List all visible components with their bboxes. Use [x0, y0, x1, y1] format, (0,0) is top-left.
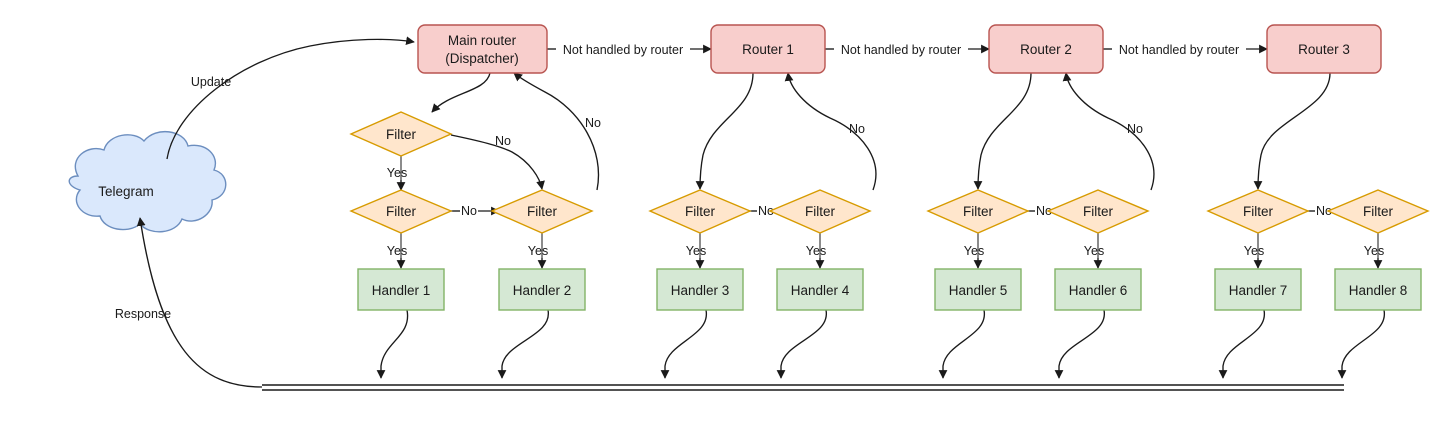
edge-label-no-loop-r2: No	[1127, 122, 1143, 136]
edge-label-no-2: No	[461, 204, 477, 218]
main-router-edges: No No Yes No Yes Yes	[387, 72, 601, 269]
handler-h8-label: Handler 8	[1349, 283, 1408, 298]
router-node-router2[interactable]: Router 2	[988, 24, 1104, 74]
edge-label-not-handled-2: Not handled by router	[841, 43, 961, 57]
router-main-box	[417, 24, 548, 74]
edge-label-yes-3: Yes	[528, 244, 548, 258]
router2-box	[988, 24, 1104, 74]
cloud-icon	[68, 131, 227, 233]
router-main-label-line1: Main router	[448, 33, 517, 48]
router1-box	[710, 24, 826, 74]
handler-node-h5[interactable]: Handler 5	[934, 268, 1022, 311]
handler-node-h3[interactable]: Handler 3	[656, 268, 744, 311]
filter-f1-diamond	[349, 111, 453, 157]
router1-label: Router 1	[742, 42, 794, 57]
filter-node-f5[interactable]: Filter	[768, 189, 872, 234]
handler-node-h4[interactable]: Handler 4	[776, 268, 864, 311]
filter-node-f4[interactable]: Filter	[648, 189, 752, 234]
filter-f5-diamond	[768, 189, 872, 234]
edge-label-yes-4: Yes	[686, 244, 706, 258]
edge-label-no-loop-r1: No	[849, 122, 865, 136]
handler-node-h8[interactable]: Handler 8	[1334, 268, 1422, 311]
router-node-main[interactable]: Main router (Dispatcher)	[417, 24, 548, 74]
filter-node-f3[interactable]: Filter	[490, 189, 594, 234]
handler-h8-box	[1334, 268, 1422, 311]
router3-label: Router 3	[1298, 42, 1350, 57]
filter-f2-diamond	[349, 189, 453, 234]
filter-node-f8[interactable]: Filter	[1206, 189, 1310, 234]
filter-f2-label: Filter	[386, 204, 417, 219]
handler-h7-box	[1214, 268, 1302, 311]
telegram-cloud-node[interactable]: Telegram	[68, 131, 227, 233]
filter-f3-diamond	[490, 189, 594, 234]
filter-f6-label: Filter	[963, 204, 994, 219]
router-node-router1[interactable]: Router 1	[710, 24, 826, 74]
router-main-label-line2: (Dispatcher)	[445, 51, 519, 66]
edge-label-yes-9: Yes	[1364, 244, 1384, 258]
edge-label-response: Response	[115, 307, 171, 321]
filter-node-f1[interactable]: Filter	[349, 111, 453, 157]
handler-h2-box	[498, 268, 586, 311]
filter-f9-diamond	[1326, 189, 1430, 234]
handler-h3-label: Handler 3	[671, 283, 730, 298]
handler-h7-label: Handler 7	[1229, 283, 1288, 298]
router-node-router3[interactable]: Router 3	[1266, 24, 1382, 74]
handler-h3-box	[656, 268, 744, 311]
router3-edges: No Yes Yes	[1244, 72, 1384, 269]
edge-label-not-handled-3: Not handled by router	[1119, 43, 1239, 57]
edge-label-no-8: No	[1316, 204, 1332, 218]
response-bus	[262, 384, 1344, 391]
edge-label-not-handled-1: Not handled by router	[563, 43, 683, 57]
handler-h5-label: Handler 5	[949, 283, 1008, 298]
filter-f5-label: Filter	[805, 204, 836, 219]
handler-node-h6[interactable]: Handler 6	[1054, 268, 1142, 311]
filter-node-f7[interactable]: Filter	[1046, 189, 1150, 234]
handler-node-h2[interactable]: Handler 2	[498, 268, 586, 311]
router1-edges: No No Yes Yes	[686, 72, 877, 269]
edge-response: Response	[115, 217, 263, 388]
handler-node-h7[interactable]: Handler 7	[1214, 268, 1302, 311]
handler-h1-label: Handler 1	[372, 283, 431, 298]
handler-h2-label: Handler 2	[513, 283, 572, 298]
edge-label-no-1: No	[495, 134, 511, 148]
handler-h6-label: Handler 6	[1069, 283, 1128, 298]
edge-label-yes-5: Yes	[806, 244, 826, 258]
handler-h6-box	[1054, 268, 1142, 311]
edge-update: Update	[166, 36, 415, 160]
edge-label-yes-6: Yes	[964, 244, 984, 258]
edge-label-no-4: No	[758, 204, 774, 218]
filter-node-f9[interactable]: Filter	[1326, 189, 1430, 234]
edge-label-yes-8: Yes	[1244, 244, 1264, 258]
filter-f1-label: Filter	[386, 127, 417, 142]
handler-h4-box	[776, 268, 864, 311]
edge-label-yes-7: Yes	[1084, 244, 1104, 258]
handler-h5-box	[934, 268, 1022, 311]
handler-h1-box	[357, 268, 445, 311]
edge-label-yes-2: Yes	[387, 244, 407, 258]
filter-f8-diamond	[1206, 189, 1310, 234]
router2-edges: No No Yes Yes	[964, 72, 1155, 269]
filter-f9-label: Filter	[1363, 204, 1394, 219]
filter-f8-label: Filter	[1243, 204, 1274, 219]
edge-label-update: Update	[191, 75, 231, 89]
filter-f4-diamond	[648, 189, 752, 234]
handler-to-bus-edges	[376, 309, 1385, 379]
router3-box	[1266, 24, 1382, 74]
handler-h4-label: Handler 4	[791, 283, 850, 298]
router-chain-connectors: Not handled by router Not handled by rou…	[547, 43, 1268, 57]
filter-f3-label: Filter	[527, 204, 558, 219]
filter-f7-diamond	[1046, 189, 1150, 234]
edge-label-yes-1: Yes	[387, 166, 407, 180]
edge-label-no-loop-main: No	[585, 116, 601, 130]
filter-f4-label: Filter	[685, 204, 716, 219]
filter-f7-label: Filter	[1083, 204, 1114, 219]
edge-label-no-6: No	[1036, 204, 1052, 218]
filter-f6-diamond	[926, 189, 1030, 234]
filter-node-f2[interactable]: Filter	[349, 189, 453, 234]
handler-node-h1[interactable]: Handler 1	[357, 268, 445, 311]
router2-label: Router 2	[1020, 42, 1072, 57]
telegram-label: Telegram	[98, 184, 154, 199]
filter-node-f6[interactable]: Filter	[926, 189, 1030, 234]
